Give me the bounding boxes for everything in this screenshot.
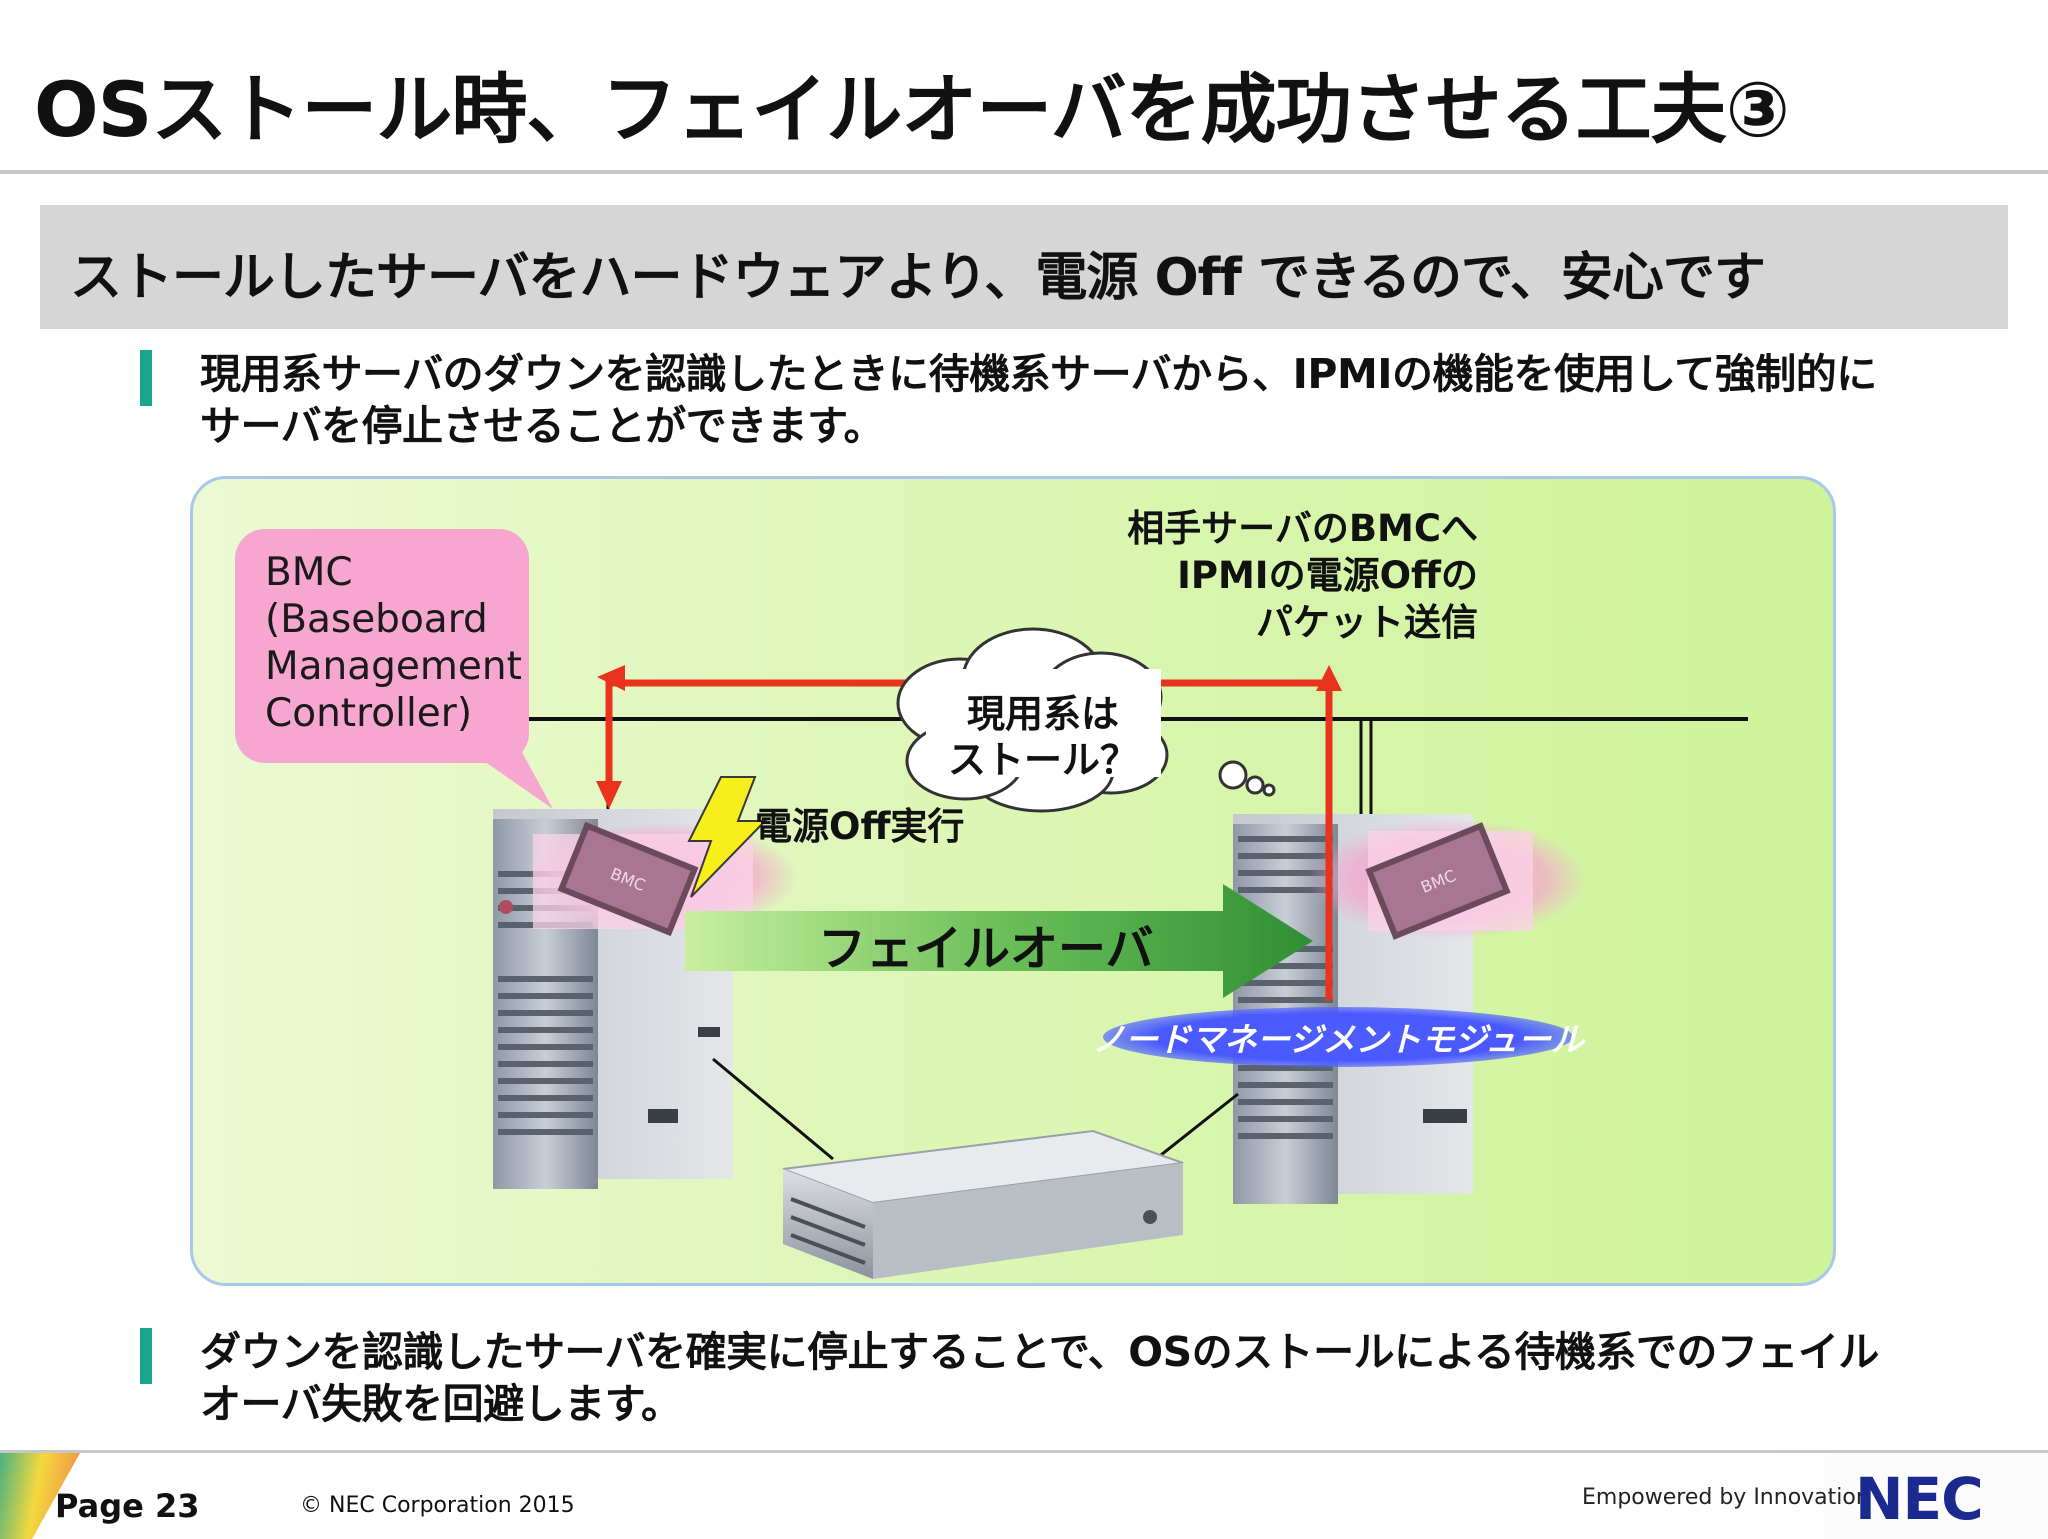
subtitle-band: ストールしたサーバをハードウェアより、電源 Off できるので、安心です	[40, 205, 2008, 329]
tagline: Empowered by Innovation	[1582, 1485, 1870, 1510]
ipmi-note-line-2: IPMIの電源Offの	[1177, 554, 1478, 597]
ipmi-note: 相手サーバのBMCへ IPMIの電源Offの パケット送信	[1127, 505, 1478, 646]
bmc-callout-line-2: (Baseboard	[265, 597, 488, 642]
bmc-callout-line-3: Management	[265, 644, 522, 689]
slide-footer: Page 23 © NEC Corporation 2015 Empowered…	[0, 1450, 2048, 1539]
shared-storage	[782, 1129, 1184, 1279]
lightning-icon	[687, 776, 768, 898]
stall-cloud-line-2: ストール？	[947, 738, 1138, 782]
stall-cloud-line-1: 現用系は	[966, 692, 1119, 736]
diagram-graphics: BMC BMC	[443, 627, 1748, 1279]
ipmi-note-line-3: パケット送信	[1256, 601, 1478, 644]
bullet-1: 現用系サーバのダウンを認識したときに待機系サーバから、IPMIの機能を使用して強…	[200, 348, 1877, 452]
title-divider	[0, 170, 2048, 174]
nec-logo: NEC	[1855, 1465, 1984, 1533]
node-management-module-label: ノードマネージメントモジュール	[1092, 1007, 1584, 1067]
bullet-marker-1	[140, 350, 152, 406]
failover-diagram: BMC BMC	[190, 476, 1836, 1286]
bullet-1-line-2: サーバを停止させることができます。	[200, 402, 884, 450]
bmc-callout-line-4: Controller)	[265, 691, 473, 736]
failover-label: フェイルオーバ	[818, 921, 1154, 977]
bmc-callout-line-1: BMC	[265, 550, 353, 595]
ipmi-note-line-1: 相手サーバのBMCへ	[1127, 507, 1478, 550]
bmc-chip-left: BMC	[557, 821, 699, 937]
stall-cloud-text: 現用系は ストール？	[928, 691, 1158, 783]
bmc-chip-right: BMC	[1365, 822, 1511, 940]
power-off-label: 電源Off実行	[755, 805, 965, 848]
bullet-marker-2	[140, 1328, 152, 1384]
page-number: Page 23	[55, 1487, 200, 1525]
bullet-2: ダウンを認識したサーバを確実に停止することで、OSのストールによる待機系でのフェ…	[200, 1326, 1879, 1430]
bmc-callout: BMC (Baseboard Management Controller)	[235, 529, 529, 763]
slide-title: OSストール時、フェイルオーバを成功させる工夫③	[34, 65, 1790, 154]
bullet-1-line-1: 現用系サーバのダウンを認識したときに待機系サーバから、IPMIの機能を使用して強…	[200, 350, 1877, 398]
failover-arrow	[685, 884, 1313, 998]
bullet-2-line-2: オーバ失敗を回避します。	[200, 1380, 682, 1428]
slide-subtitle: ストールしたサーバをハードウェアより、電源 Off できるので、安心です	[70, 248, 1766, 308]
active-server: BMC	[493, 809, 798, 1189]
copyright: © NEC Corporation 2015	[300, 1493, 575, 1518]
bullet-2-line-1: ダウンを認識したサーバを確実に停止することで、OSのストールによる待機系でのフェ…	[200, 1328, 1879, 1376]
